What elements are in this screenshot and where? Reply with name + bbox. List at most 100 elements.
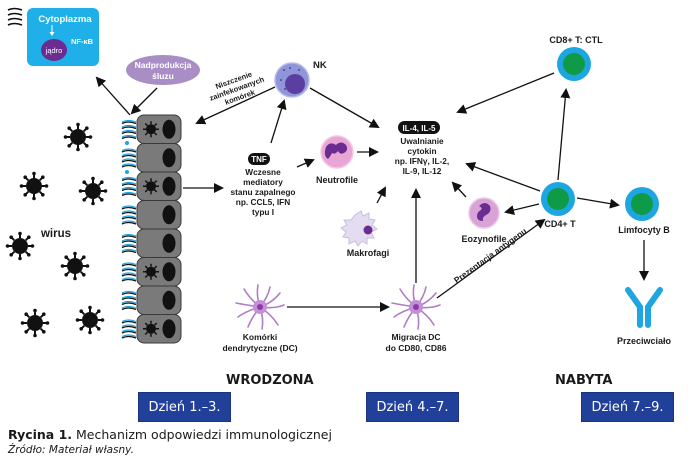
caption-label: Rycina 1. — [8, 427, 73, 442]
cell-nucleus-icon — [162, 262, 176, 282]
nk-label: NK — [313, 60, 327, 71]
cytoplasm-cell-box: Cytoplazma NF-κB jądro — [7, 7, 99, 66]
macrophages-label: Makrofagi — [347, 248, 390, 258]
day-box-2: Dzień 4.–7. — [366, 392, 459, 422]
arrow-cd4-to-cd8 — [557, 88, 571, 181]
svg-text:IL-4, IL-5: IL-4, IL-5 — [403, 124, 436, 133]
arrow-cd4-to-cytokines — [465, 162, 541, 192]
bcell-label: Limfocyty B — [618, 225, 670, 235]
intracellular-virus-icon — [142, 177, 160, 195]
cell-nucleus-icon — [162, 176, 176, 196]
epithelial-cell — [121, 285, 182, 315]
svg-text:np. CCL5, IFN: np. CCL5, IFN — [236, 197, 290, 207]
epithelial-cell — [121, 228, 182, 258]
tnf-badge — [248, 153, 270, 165]
virus-icon — [4, 230, 36, 262]
svg-text:IL-9, IL-12: IL-9, IL-12 — [403, 166, 442, 176]
cell-nucleus-icon — [162, 148, 176, 168]
mucus-overproduction: Nadprodukcja śluzu — [126, 55, 200, 85]
macrophage-cell — [340, 210, 378, 247]
cilia-icon — [121, 176, 137, 197]
cilia-icon — [121, 148, 137, 168]
nucleus-icon — [41, 39, 67, 61]
dc-migration-label-line2: do CD80, CD86 — [386, 343, 447, 353]
epithelial-cell — [121, 143, 182, 173]
eosinophil-cell — [468, 197, 500, 229]
epithelial-cell — [121, 257, 182, 287]
b-cell-icon — [625, 187, 659, 221]
arrow-antigen-presentation — [436, 218, 546, 299]
cell-nucleus-icon — [162, 205, 176, 225]
cd8-label: CD8+ T: CTL — [549, 35, 603, 45]
cell-nucleus-icon — [162, 233, 176, 253]
intracellular-virus-icon — [142, 120, 160, 138]
mucus-droplet-icon — [125, 141, 129, 145]
phase-innate: WRODZONA — [226, 373, 314, 388]
arrow-to-cytoplasm — [95, 76, 131, 116]
cilia-icon — [121, 119, 137, 140]
epithelial-cell — [121, 200, 182, 230]
antibody-icon — [625, 287, 663, 328]
dc-label-line2: dendrytyczne (DC) — [222, 343, 297, 353]
cd4-t-cell-icon — [541, 182, 575, 216]
mucus-droplet-icon — [125, 170, 129, 174]
svg-text:typu I: typu I — [252, 207, 274, 217]
epithelium-cells — [121, 114, 182, 344]
arrow-cd4-to-eosinophils — [504, 203, 540, 215]
epithelial-cell — [121, 171, 182, 201]
svg-text:np. IFNγ, IL-2,: np. IFNγ, IL-2, — [395, 156, 449, 166]
arrow-tnf-to-nk — [270, 99, 287, 144]
cell-nucleus-icon — [162, 290, 176, 310]
nucleus-label: jądro — [45, 46, 63, 55]
arrow-macrophages-to-cytokines — [376, 186, 386, 204]
nk-cell — [274, 62, 310, 98]
intracellular-virus-icon — [142, 263, 160, 281]
arrow-nk-destroys-cells — [195, 86, 276, 125]
virus-icon — [18, 170, 50, 202]
day-box-1: Dzień 1.–3. — [138, 392, 231, 422]
arrow-tnf-to-neutrophils — [296, 158, 315, 168]
cytoplasm-label: Cytoplazma — [38, 14, 92, 25]
figure-source: Źródło: Materiał własny. — [8, 444, 134, 456]
virus-label: wirus — [40, 228, 71, 240]
phase-adaptive: NABYTA — [555, 373, 613, 388]
virus-icon — [19, 307, 51, 339]
virus-icon — [59, 250, 91, 282]
svg-text:stanu zapalnego: stanu zapalnego — [230, 187, 295, 197]
epithelial-cell — [121, 314, 182, 344]
arrow-nk-to-cytokines — [309, 87, 380, 128]
cilia-icon — [121, 319, 137, 339]
svg-text:TNF: TNF — [251, 155, 267, 164]
cilia-icon — [121, 262, 137, 282]
epithelial-cell — [121, 114, 182, 144]
virus-icon — [74, 304, 106, 336]
neutrophil-cell — [320, 135, 354, 169]
day-box-3: Dzień 7.–9. — [581, 392, 674, 422]
cd8-t-cell-icon — [557, 47, 591, 81]
eosinophils-label: Eozynofile — [461, 234, 506, 244]
svg-text:Wczesne: Wczesne — [245, 167, 281, 177]
cytokine-release-label: Uwalnianie cytokin np. IFNγ, IL-2, IL-9,… — [395, 136, 449, 176]
figure-caption: Rycina 1. Mechanizm odpowiedzi immunolog… — [8, 427, 332, 442]
cilia-icon — [7, 7, 23, 26]
dendritic-cell-icon — [235, 284, 285, 330]
svg-text:Nadprodukcja: Nadprodukcja — [135, 60, 192, 70]
cilia-icon — [121, 290, 137, 311]
cell-nucleus-icon — [162, 319, 176, 339]
virus-icon — [62, 121, 94, 153]
arrow-cd4-to-bcell — [576, 197, 620, 209]
il4-il5-badge — [398, 121, 440, 134]
antibody-label: Przeciwciało — [617, 336, 672, 346]
svg-text:cytokin: cytokin — [407, 146, 436, 156]
neutrophils-label: Neutrofile — [316, 175, 358, 185]
svg-text:śluzu: śluzu — [152, 71, 174, 81]
dc-migration-label-line1: Migracja DC — [391, 332, 440, 342]
svg-text:Uwalnianie: Uwalnianie — [400, 136, 444, 146]
nfkb-label: NF-κB — [71, 37, 94, 46]
arrow-cd8-to-cytokines — [456, 72, 555, 114]
dc-label-line1: Komórki — [243, 332, 277, 342]
arrow-eosinophils-to-cytokines — [451, 181, 467, 198]
arrow-mucus-to-epithelium — [130, 87, 158, 115]
virus-icon — [77, 175, 109, 207]
